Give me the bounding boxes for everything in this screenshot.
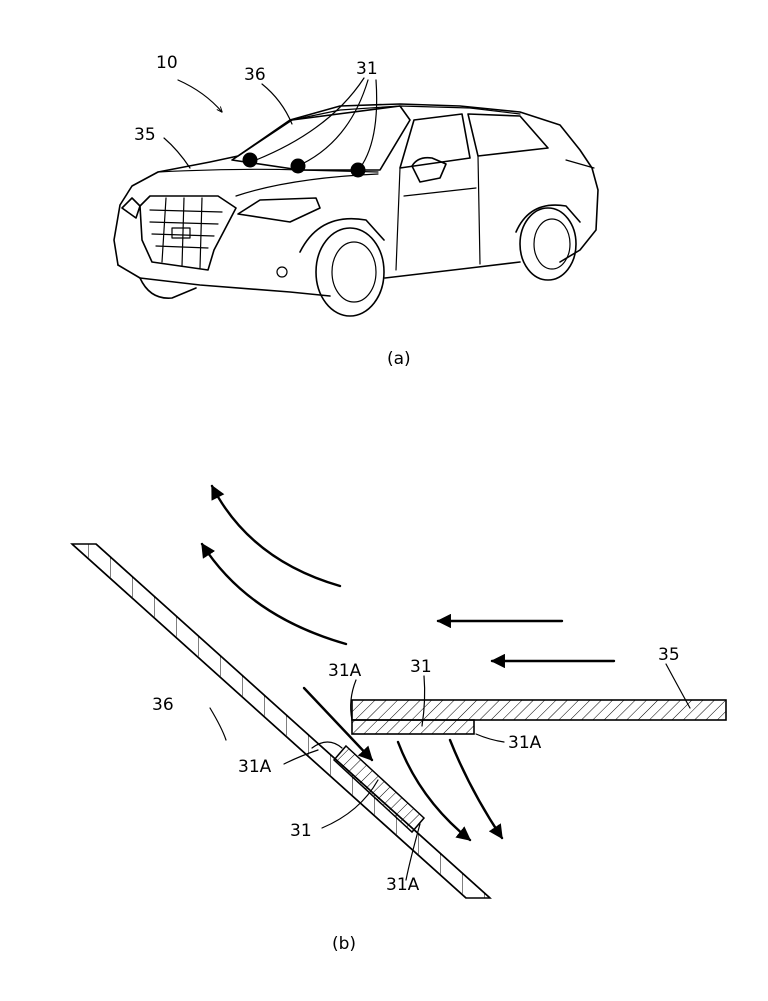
label-31a-windshield-lower: 31A: [386, 875, 420, 895]
caption-a: (a): [387, 349, 411, 369]
device-dot-left: [242, 152, 258, 168]
label-vehicle-10: 10: [156, 53, 178, 73]
label-hood-35: 35: [134, 125, 156, 145]
label-windshield-36: 36: [244, 65, 266, 85]
label-31a-windshield-upper: 31A: [238, 757, 272, 777]
windshield-device: [311, 741, 426, 834]
leaders-a: [163, 77, 378, 169]
label-hood-35-b: 35: [658, 645, 680, 665]
hood-section: [351, 699, 727, 735]
label-device-hood-31: 31: [410, 657, 432, 677]
label-device-windshield-31: 31: [290, 821, 312, 841]
device-dot-right: [350, 162, 366, 178]
windshield-section: [70, 543, 492, 899]
leaders-b: [209, 663, 691, 881]
airflow-arrows: [200, 484, 616, 842]
caption-b: (b): [332, 934, 356, 954]
label-windshield-36-b: 36: [152, 695, 174, 715]
label-31a-top-left: 31A: [328, 661, 362, 681]
device-dot-center: [290, 158, 306, 174]
label-devices-31: 31: [356, 59, 378, 79]
label-31a-hood-bottom: 31A: [508, 733, 542, 753]
car-illustration: [113, 103, 599, 317]
